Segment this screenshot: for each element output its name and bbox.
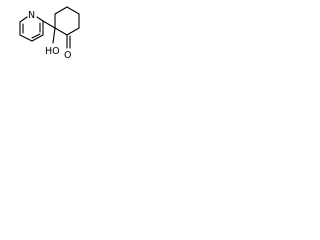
- bond-pyridine-c4-c5: [19, 34, 33, 42]
- cyclohexanone-ring: [54, 6, 80, 36]
- chemical-structure-diagram: N HO O: [19, 6, 80, 61]
- pyridine-nitrogen-label: N: [28, 10, 35, 21]
- bond-pyridine-to-cyclohexane: [42, 20, 56, 29]
- bond-c6-c1: [54, 27, 68, 36]
- bond-pyridine-n1-c2: [36, 16, 44, 22]
- bond-pyridine-c3-c4: [31, 34, 44, 42]
- bond-c2-c3: [54, 6, 68, 15]
- bond-c1-hydroxyl: [52, 27, 56, 44]
- bond-pyridine-c6-n1: [19, 16, 28, 23]
- bond-c5-c6: [66, 27, 80, 36]
- carbonyl-oxygen-label: O: [64, 50, 71, 61]
- bond-c3-c4: [66, 6, 80, 15]
- pyridine-ring: [19, 16, 44, 42]
- hydroxyl-label: HO: [45, 46, 60, 57]
- structure-canvas: N HO O: [0, 0, 97, 68]
- bond-pyridine-inner-double-1: [31, 33, 41, 39]
